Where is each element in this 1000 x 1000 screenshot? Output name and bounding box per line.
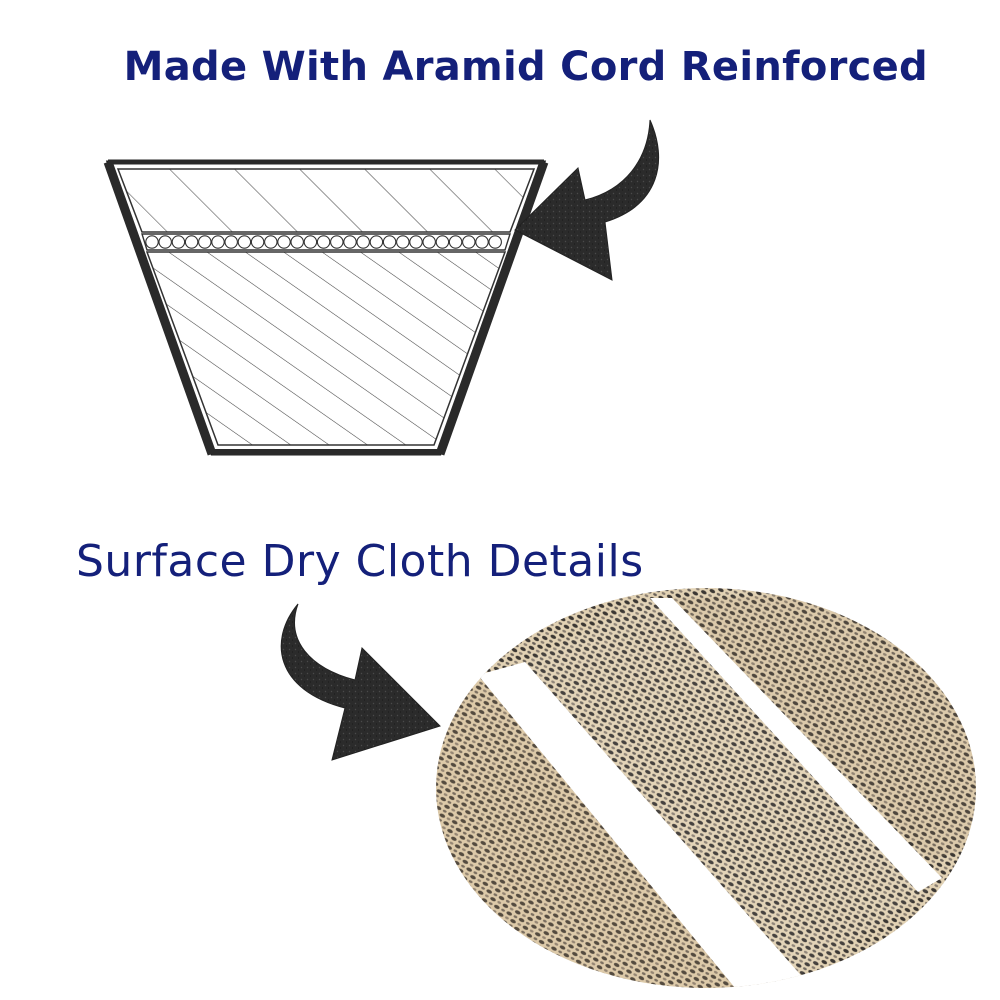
cloth-gap-right [650,598,942,892]
curved-arrow-icon [280,603,441,761]
aramid-cord [396,235,410,249]
cloth-detail-photo [436,588,976,988]
belt-top-layer [116,168,536,233]
aramid-cord [303,235,318,249]
aramid-cord [448,235,463,249]
belt-bottom-layer [145,251,507,446]
aramid-cord [184,235,199,249]
aramid-cord [435,235,450,249]
aramid-cord [316,235,331,249]
aramid-cord [369,235,384,249]
aramid-cord [158,235,172,249]
aramid-cord [171,235,186,249]
aramid-cord [422,235,436,249]
aramid-cord [264,235,278,249]
aramid-cord [250,235,265,249]
cloth-strip-left [436,680,760,988]
headline-top: Made With Aramid Cord Reinforced [123,44,928,90]
aramid-cord [145,235,159,249]
curved-arrow-icon [514,119,660,281]
aramid-cord [488,235,502,249]
aramid-cord [211,235,225,249]
belt-left-wall [103,160,217,456]
belt-right-wall [435,160,549,456]
aramid-cord [462,235,476,249]
aramid-cord [277,235,291,249]
cloth-gap-left [478,662,805,988]
aramid-cord [343,235,357,249]
headline-bottom: Surface Dry Cloth Details [76,536,644,587]
aramid-cord [198,235,212,249]
aramid-cord [475,235,489,249]
aramid-cord [382,235,397,249]
cloth-strip-middle [520,598,930,975]
aramid-cord [409,235,423,249]
aramid-cord [290,235,304,249]
aramid-cord [330,235,344,249]
aramid-cord [237,235,252,249]
aramid-cord-band [141,233,511,251]
aramid-cord [224,235,238,249]
vbelt-cross-section [103,159,549,456]
aramid-cord [356,235,370,249]
